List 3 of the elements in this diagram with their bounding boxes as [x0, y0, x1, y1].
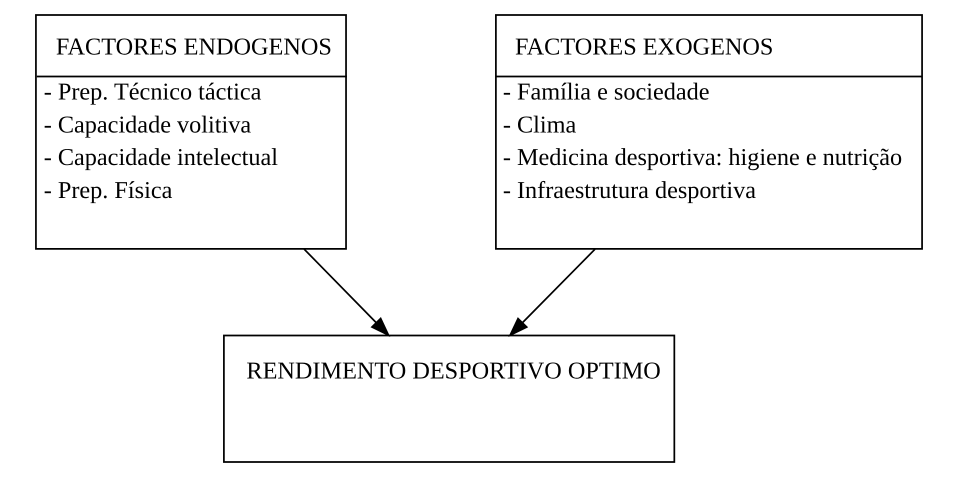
arrow [508, 248, 596, 337]
arrow [304, 248, 390, 337]
node-box: RENDIMENTO DESPORTIVO OPTIMO [223, 334, 676, 463]
